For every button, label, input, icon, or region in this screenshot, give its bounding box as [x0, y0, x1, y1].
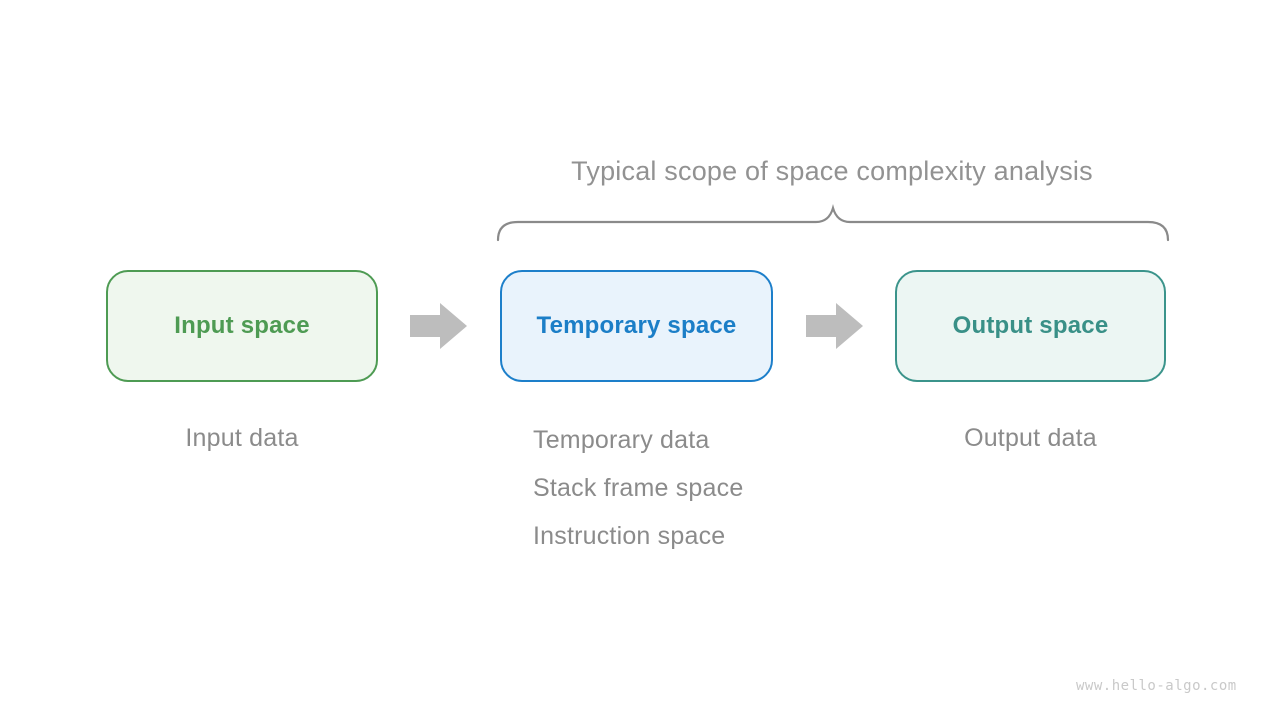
- right-arrow-icon: [410, 303, 467, 349]
- temporary-space-box: Temporary space: [500, 270, 773, 382]
- scope-title: Typical scope of space complexity analys…: [571, 156, 1093, 186]
- instruction-space-note: Instruction space: [533, 522, 726, 550]
- curly-brace-icon: [496, 204, 1170, 242]
- temporary-data-note: Temporary data: [533, 426, 710, 454]
- stack-frame-space-note: Stack frame space: [533, 474, 744, 502]
- right-arrow-icon: [806, 303, 863, 349]
- output-space-box: Output space: [895, 270, 1166, 382]
- temporary-space-label: Temporary space: [536, 312, 737, 339]
- watermark: www.hello-algo.com: [1076, 678, 1237, 694]
- output-data-note: Output data: [964, 424, 1097, 452]
- input-data-note: Input data: [185, 424, 299, 452]
- input-space-label: Input space: [174, 312, 310, 339]
- temporary-space-notes: Temporary data Stack frame space Instruc…: [533, 416, 853, 560]
- output-space-label: Output space: [952, 312, 1109, 339]
- input-space-box: Input space: [106, 270, 378, 382]
